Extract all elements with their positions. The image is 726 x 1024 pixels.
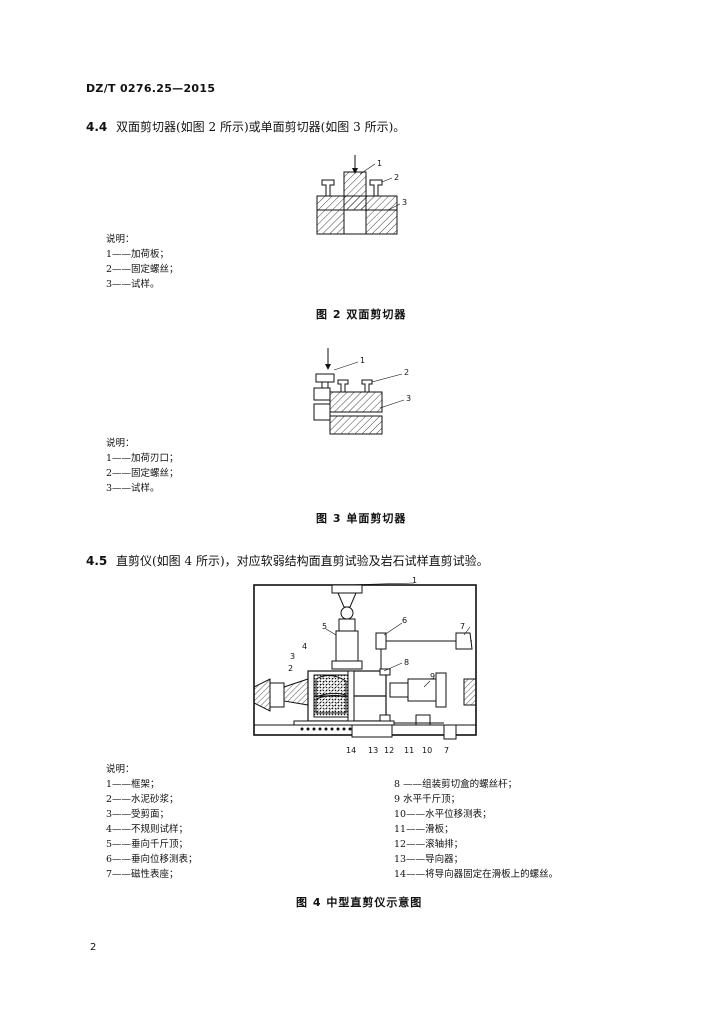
fig3-callout-2: 2: [404, 368, 409, 377]
legend-item: 3——试样。: [106, 483, 160, 494]
page-number: 2: [90, 942, 97, 953]
figure-4-direct-shear-apparatus-diagram: 1 2 3 4 5 6 7 8 9 10 7 11 12 13 14: [253, 576, 477, 755]
section-number: 4.5: [86, 554, 108, 568]
figure-2-double-shear-diagram: 1 2 3: [316, 155, 407, 235]
legend-item: 1——框架；: [106, 779, 160, 790]
fig4-callout-7b: 7: [444, 746, 449, 755]
fig4-callout-3: 3: [290, 652, 295, 661]
fig3-callout-1: 1: [360, 356, 365, 365]
document-header: DZ/T 0276.25—2015: [86, 82, 216, 95]
fig4-callout-13: 13: [368, 746, 378, 755]
fig2-callout-2: 2: [394, 173, 399, 182]
figure-2-caption: 图 2 双面剪切器: [316, 308, 407, 321]
fig4-callout-8: 8: [404, 658, 409, 667]
fig4-callout-11: 11: [404, 746, 414, 755]
fig4-callout-2: 2: [288, 664, 293, 673]
section-number: 4.4: [86, 120, 108, 134]
legend-item: 8 ——组装剪切盒的螺丝杆；: [394, 779, 518, 790]
section-4-4: 4.4 双面剪切器(如图 2 所示)或单面剪切器(如图 3 所示)。: [86, 118, 405, 135]
figure-4-legend-left: 说明： 1——框架； 2——水泥砂浆； 3——受剪面； 4——不规则试样； 5—…: [106, 762, 198, 882]
legend-item: 6——垂向位移测表；: [106, 854, 198, 865]
legend-item: 2——固定螺丝；: [106, 264, 179, 275]
fig4-callout-14: 14: [346, 746, 356, 755]
legend-item: 4——不规则试样；: [106, 824, 189, 835]
legend-item: 12——滚轴排；: [394, 839, 464, 850]
figure-3-single-shear-diagram: 1 2 3: [313, 348, 411, 435]
figure-2-legend: 说明： 1——加荷板； 2——固定螺丝； 3——试样。: [106, 232, 179, 292]
fig2-callout-1: 1: [377, 159, 382, 168]
legend-item: 1——加荷板；: [106, 249, 170, 260]
fig4-callout-12: 12: [384, 746, 394, 755]
legend-item: 2——固定螺丝；: [106, 468, 179, 479]
legend-item: 3——试样。: [106, 279, 160, 290]
legend-item: 3——受剪面；: [106, 809, 170, 820]
section-text: 双面剪切器(如图 2 所示)或单面剪切器(如图 3 所示)。: [116, 120, 406, 134]
legend-item: 1——加荷刃口；: [106, 453, 179, 464]
legend-item: 9 水平千斤顶；: [394, 794, 461, 805]
fig4-callout-4: 4: [302, 642, 307, 651]
legend-item: 5——垂向千斤顶；: [106, 839, 189, 850]
fig4-callout-5: 5: [322, 622, 327, 631]
legend-title: 说明：: [106, 764, 135, 775]
legend-item: 2——水泥砂浆；: [106, 794, 179, 805]
fig4-callout-10: 10: [422, 746, 432, 755]
fig4-callout-9: 9: [430, 672, 435, 681]
figure-4-caption: 图 4 中型直剪仪示意图: [296, 896, 423, 909]
legend-item: 13——导向器；: [394, 854, 464, 865]
section-4-5: 4.5 直剪仪(如图 4 所示)，对应软弱结构面直剪试验及岩石试样直剪试验。: [86, 552, 489, 569]
legend-title: 说明：: [106, 438, 135, 449]
figure-3-legend: 说明： 1——加荷刃口； 2——固定螺丝； 3——试样。: [106, 436, 179, 496]
legend-title: 说明：: [106, 234, 135, 245]
fig4-callout-1: 1: [412, 576, 417, 585]
fig4-callout-7: 7: [460, 622, 465, 631]
fig3-callout-3: 3: [406, 394, 411, 403]
fig2-callout-3: 3: [402, 198, 407, 207]
figure-3-caption: 图 3 单面剪切器: [316, 512, 407, 525]
legend-item: 11——滑板；: [394, 824, 454, 835]
fig4-callout-6: 6: [402, 616, 407, 625]
figure-4-legend-right: 8 ——组装剪切盒的螺丝杆； 9 水平千斤顶； 10——水平位移测表； 11——…: [394, 777, 558, 882]
section-text: 直剪仪(如图 4 所示)，对应软弱结构面直剪试验及岩石试样直剪试验。: [116, 554, 489, 568]
legend-item: 7——磁性表座；: [106, 869, 179, 880]
legend-item: 14——将导向器固定在滑板上的螺丝。: [394, 869, 559, 880]
legend-item: 10——水平位移测表；: [394, 809, 492, 820]
